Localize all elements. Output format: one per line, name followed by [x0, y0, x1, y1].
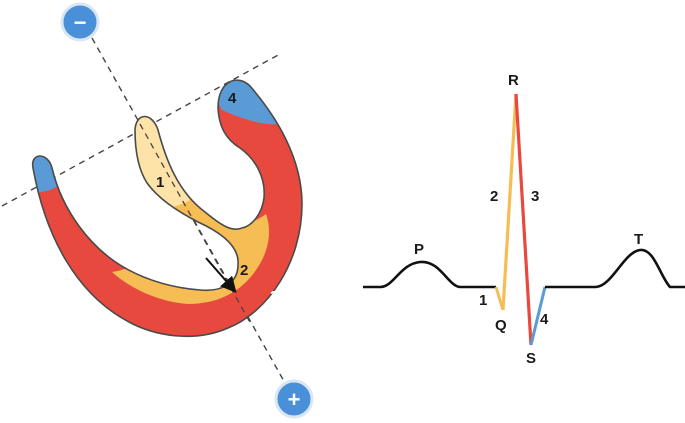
- heart-label-1: 1: [156, 174, 164, 191]
- ecg-segment-4: [529, 286, 547, 346]
- ecg-segment-2: [501, 93, 518, 311]
- ecg-label-s: S: [526, 350, 536, 367]
- ecg-number-4: 4: [540, 311, 549, 328]
- ecg-number-1: 1: [479, 292, 487, 309]
- left-basal-tip-blue: [32, 140, 62, 193]
- ecg-label-t: T: [634, 231, 643, 248]
- heart-label-3: 3: [270, 288, 278, 305]
- ecg-label-r: R: [508, 72, 519, 89]
- heart-label-2: 2: [240, 262, 248, 279]
- positive-electrode-sign: +: [288, 387, 301, 412]
- right-basal-tip-blue: [210, 80, 282, 125]
- heart-diagram: 1 2 3 4 − +: [1, 2, 314, 419]
- ecg-segment-3: [514, 93, 533, 346]
- ecg-label-q: Q: [495, 317, 507, 334]
- ecg-st-t-wave: [545, 248, 685, 289]
- negative-electrode: −: [60, 2, 100, 42]
- negative-electrode-sign: −: [74, 10, 87, 35]
- ecg-number-3: 3: [531, 188, 539, 205]
- heart-label-4: 4: [228, 90, 237, 107]
- depolarization-arrow: [205, 257, 237, 294]
- ecg-label-p: P: [414, 241, 424, 258]
- ecg-trace: P R Q S T 1 2 3 4: [363, 72, 685, 367]
- ecg-number-2: 2: [490, 188, 498, 205]
- ecg-baseline-p-wave: [363, 260, 496, 289]
- heart-outline: [31, 79, 303, 338]
- positive-electrode: +: [274, 379, 314, 419]
